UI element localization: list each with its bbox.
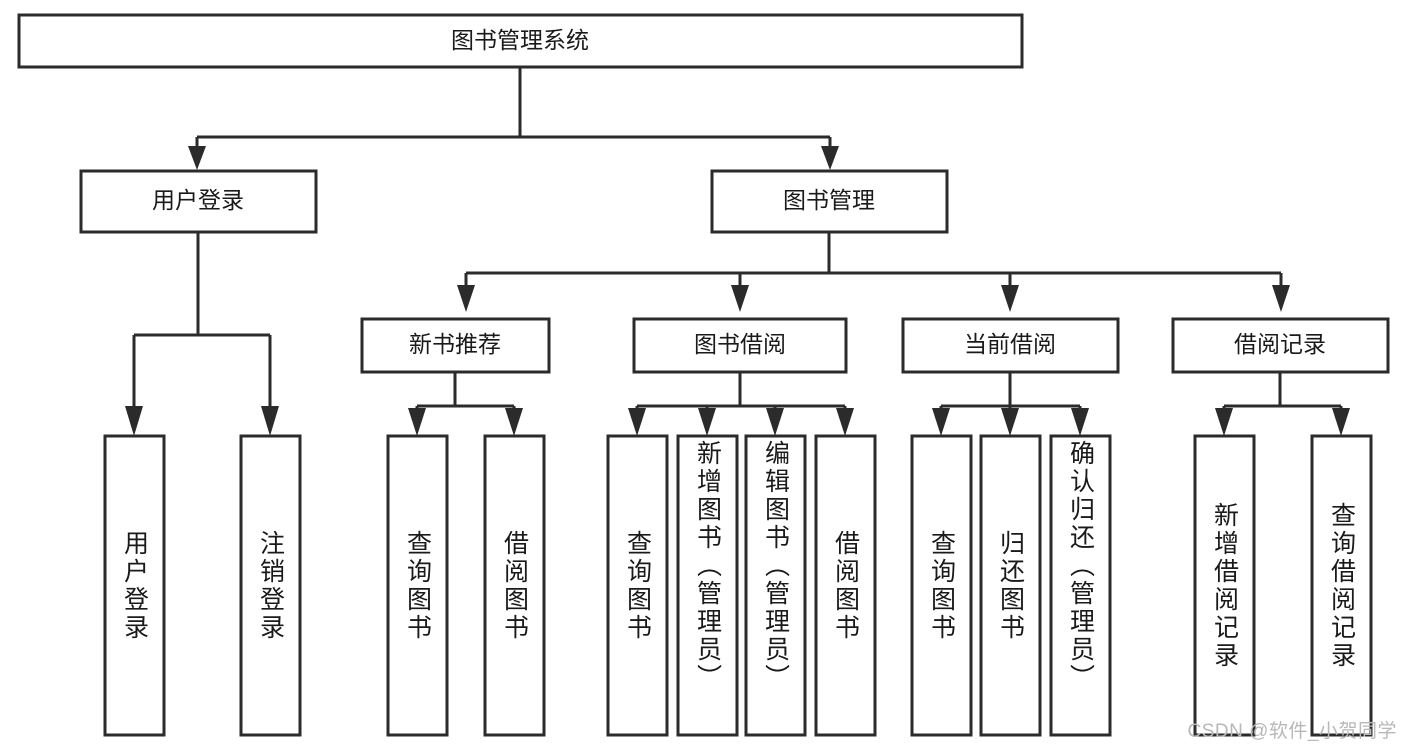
book-borrow-label: 图书借阅 [694,331,786,357]
leaf-box-add-record[interactable] [1193,434,1256,737]
arrow-to-leaf-borrow-book-2 [836,408,854,436]
arrow-to-leaf-edit-book [766,408,784,436]
arrow-to-leaf-query-book-2 [628,408,646,436]
leaf-box-query-book-2[interactable] [606,434,669,737]
node-user-login[interactable]: 用户登录 [79,169,318,234]
leaf-box-add-book[interactable] [676,434,739,737]
arrow-to-leaf-query-record [1332,408,1350,436]
csdn-watermark: CSDN @软件_小贺同学 [1187,721,1397,742]
node-root[interactable]: 图书管理系统 [17,13,1024,69]
arrow-to-book-manage [821,146,839,170]
arrow-to-leaf-query-book-3 [932,408,950,436]
leaf-box-query-book-1[interactable] [386,434,449,737]
arrow-to-current-borrow [1001,285,1019,312]
node-book-manage[interactable]: 图书管理 [710,169,949,234]
leaf-box-borrow-book-1[interactable] [483,434,546,737]
leaf-box-query-book-3[interactable] [910,434,973,737]
leaf-box-confirm-return[interactable] [1049,434,1112,737]
leaf-boxes [103,434,1373,737]
connector-new-book-recommend-to-leaves [408,372,523,436]
node-new-book-recommend[interactable]: 新书推荐 [360,317,551,374]
node-borrow-record[interactable]: 借阅记录 [1171,317,1390,374]
current-borrow-box [901,317,1120,374]
arrow-to-leaf-logout [261,406,279,436]
current-borrow-label: 当前借阅 [964,331,1056,357]
user-login-label: 用户登录 [152,187,244,213]
leaf-box-logout[interactable] [239,434,302,737]
leaf-box-query-record[interactable] [1310,434,1373,737]
connector-book-manage-to-level3 [457,232,1290,312]
node-current-borrow[interactable]: 当前借阅 [901,317,1120,374]
connector-book-borrow-to-leaves [628,372,854,436]
arrow-to-leaf-query-book-1 [408,408,426,436]
connector-user-login-to-leaves [125,232,279,436]
book-manage-label: 图书管理 [783,187,875,213]
arrow-to-book-borrow [731,285,749,312]
arrow-to-leaf-add-book [698,408,716,436]
root-box [17,13,1024,69]
leaf-box-borrow-book-2[interactable] [814,434,877,737]
arrow-to-leaf-confirm-return [1071,408,1089,436]
node-book-borrow[interactable]: 图书借阅 [632,317,848,374]
arrow-to-leaf-return-book [1001,408,1019,436]
user-login-box [79,169,318,234]
new-book-recommend-label: 新书推荐 [409,331,501,357]
connector-borrow-record-to-leaves [1215,372,1350,436]
connector-current-borrow-to-leaves [932,372,1089,436]
new-book-recommend-box [360,317,551,374]
arrow-to-leaf-borrow-book-1 [505,408,523,436]
arrow-to-borrow-record [1272,285,1290,312]
arrow-to-leaf-user-login [125,406,143,436]
root-label: 图书管理系统 [451,27,589,53]
leaf-box-user-login[interactable] [103,434,166,737]
leaf-box-return-book[interactable] [979,434,1042,737]
leaf-box-edit-book[interactable] [744,434,807,737]
connector-root-to-level2 [188,67,839,170]
borrow-record-label: 借阅记录 [1234,331,1326,357]
arrow-to-new-book-recommend [457,285,475,312]
arrow-to-user-login [188,146,206,170]
arrow-to-leaf-add-record [1215,408,1233,436]
